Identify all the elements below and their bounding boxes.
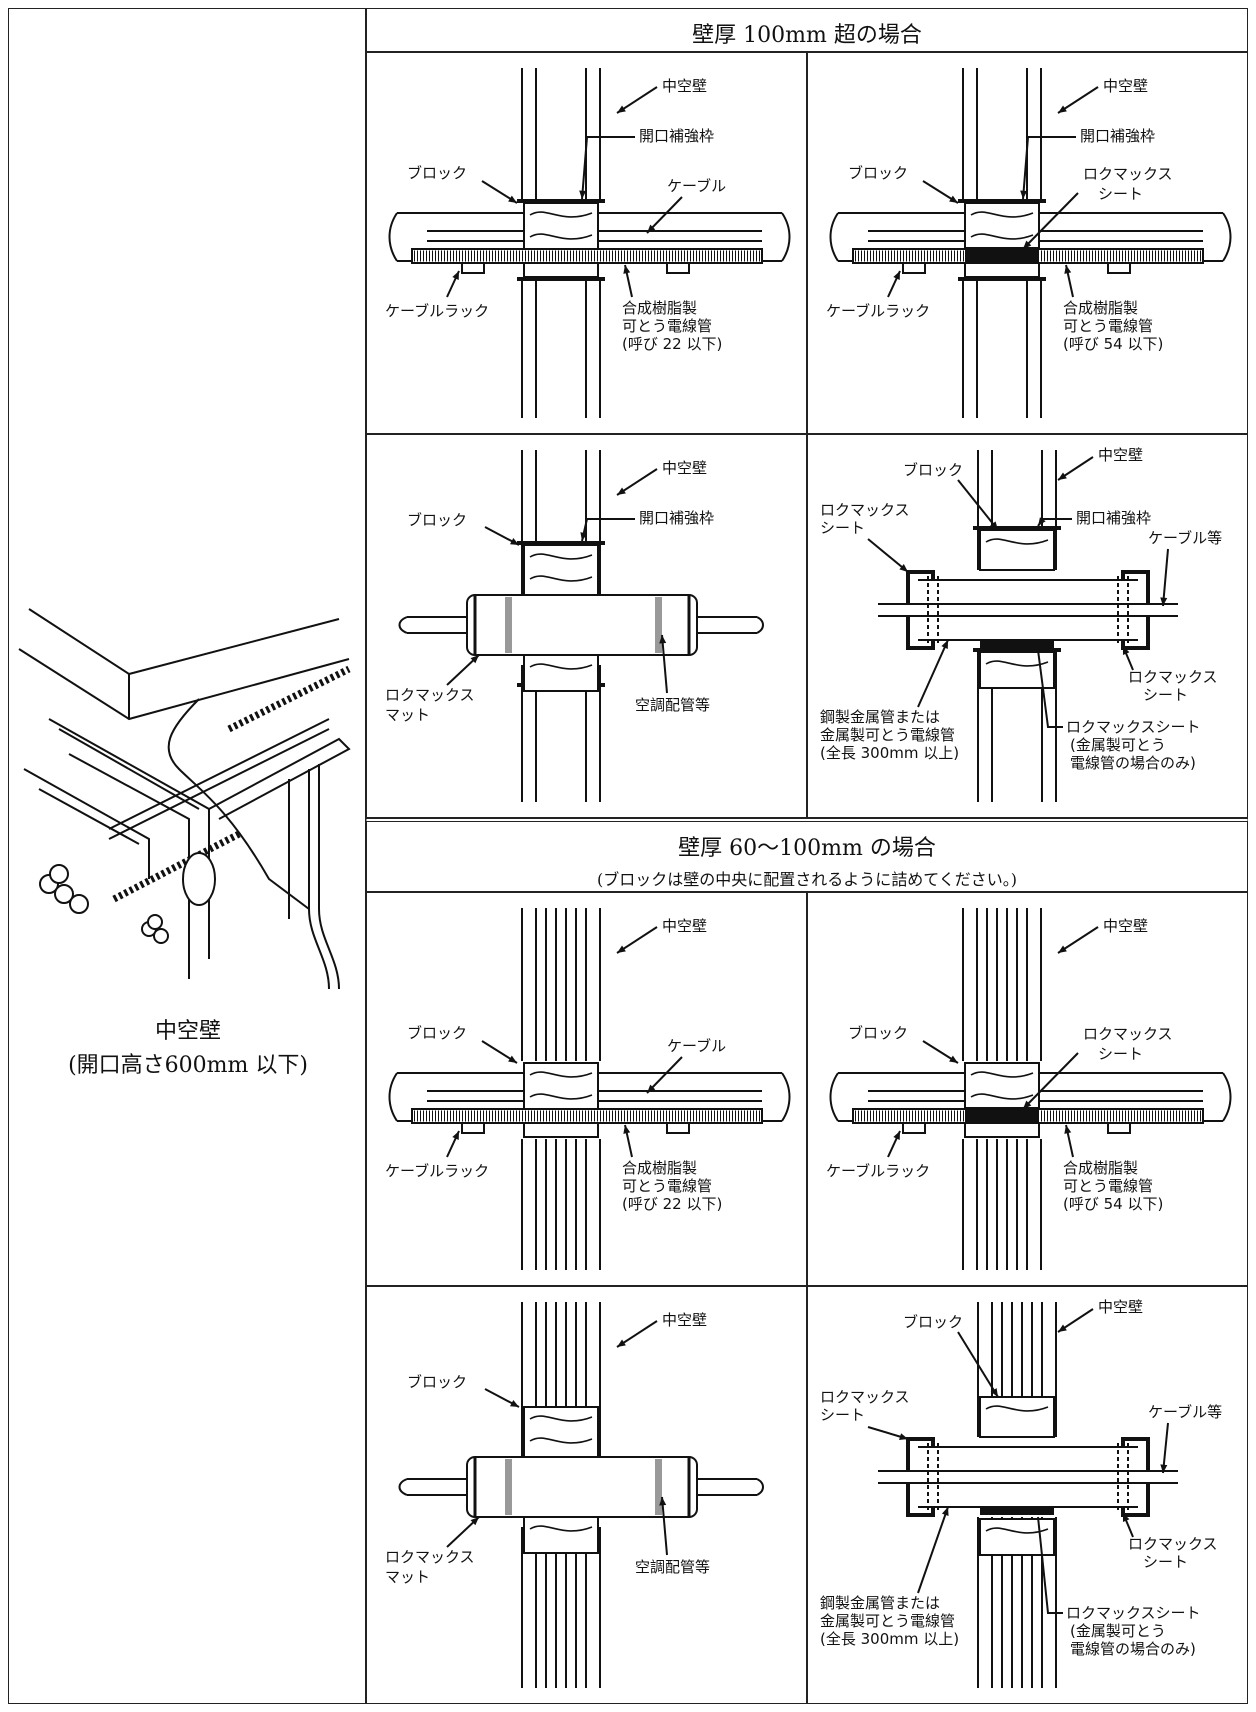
panel-over100-cable-resin22: 中空壁開口補強枠ブロックケーブルケーブルラック 合成樹脂製可とう電線管(呼び 22… [366,52,807,434]
p8-drawing: 中空壁ブロックロクマックスシートケーブル等ロクマックスシート鋼製金属管または金属… [820,1298,1222,1688]
p4-drawing: 中空壁ブロック開口補強枠ロクマックスシートケーブル等ロクマックスシート鋼製金属管… [820,446,1222,802]
block-label: ブロック [407,1024,467,1042]
conduit-size-label: (呼び 22 以下) [622,335,722,353]
conduit-size-label: (呼び 22 以下) [622,1195,722,1213]
resin-conduit-label: 合成樹脂製 [1063,299,1138,317]
header-60-100-note: (ブロックは壁の中央に配置されるように詰めてください。) [596,870,1017,889]
block-label: ブロック [407,164,467,182]
rockmax-mat-label: ロクマックス [385,1548,475,1566]
cable-label: ケーブル [667,1037,726,1055]
panel-over100-mat-pipe: 中空壁開口補強枠 ブロックロクマックスマット 空調配管等 [366,434,807,818]
rockmax-sheet-label-2: シート [1098,1045,1143,1063]
rockmax-sheet-label-right: ロクマックス [1128,1535,1218,1553]
aircon-pipe-label: 空調配管等 [635,696,710,714]
header-over-100: 壁厚 100mm 超の場合 [366,8,1248,52]
block-label: ブロック [407,511,467,529]
left-subtitle: (開口高さ600mm 以下) [68,1053,308,1078]
metal-flex-label: (金属製可とう [1070,1622,1166,1640]
resin-conduit-label: 合成樹脂製 [1063,1159,1138,1177]
opening-frame-label: 開口補強枠 [1080,127,1155,145]
steel-pipe-label-3: (全長 300mm 以上) [820,1630,959,1648]
cable-rack-label: ケーブルラック [385,302,489,320]
steel-pipe-label-2: 金属製可とう電線管 [820,726,955,744]
steel-pipe-label: 鋼製金属管または [820,708,940,726]
steel-pipe-label-3: (全長 300mm 以上) [820,744,959,762]
panel-60-100-steel-pipe: 中空壁ブロックロクマックスシートケーブル等ロクマックスシート鋼製金属管または金属… [807,1286,1248,1704]
resin-conduit-label-2: 可とう電線管 [622,1177,712,1195]
conduit-size-label: (呼び 54 以下) [1063,335,1163,353]
block-label: ブロック [903,461,963,479]
rockmax-sheet-label: ロクマックス [1083,1025,1173,1043]
steel-pipe-label: 鋼製金属管または [820,1594,940,1612]
panel-over100-cable-resin54: 中空壁開口補強枠ブロック ロクマックスシートケーブルラック 合成樹脂製可とう電線管(… [807,52,1248,434]
rockmax-sheet-label-right-2: シート [1143,686,1188,704]
block-label: ブロック [407,1373,467,1391]
hollow-wall-label: 中空壁 [1098,1298,1143,1316]
rockmax-sheet-label-top-2: シート [820,519,865,537]
panel-60-100-cable-resin22: 中空壁ブロックケーブルケーブルラック 合成樹脂製可とう電線管(呼び 22 以下) [366,892,807,1286]
isometric-wall-illustration [18,608,351,990]
cable-rack-label: ケーブルラック [826,302,930,320]
metal-flex-label-2: 電線管の場合のみ) [1070,754,1196,772]
rockmax-sheet-label-top: ロクマックス [820,1388,910,1406]
rockmax-sheet-label: ロクマックス [1083,165,1173,183]
hollow-wall-label: 中空壁 [662,459,707,477]
header-over-100-title: 壁厚 100mm 超の場合 [692,23,922,48]
panel-60-100-mat-pipe: 中空壁ブロックロクマックスマット 空調配管等 [366,1286,807,1704]
block-label: ブロック [848,1024,908,1042]
rockmax-sheet-label-right: ロクマックス [1128,668,1218,686]
aircon-pipe-label: 空調配管等 [635,1558,710,1576]
cable-etc-label: ケーブル等 [1148,529,1222,547]
block-label: ブロック [848,164,908,182]
cable-rack-label: ケーブルラック [385,1162,489,1180]
rockmax-sheet-label-top: ロクマックス [820,501,910,519]
resin-conduit-label: 合成樹脂製 [622,299,697,317]
header-60-100: 壁厚 60～100mm の場合 (ブロックは壁の中央に配置されるように詰めてくだ… [366,818,1248,892]
hollow-wall-label: 中空壁 [662,917,707,935]
resin-conduit-label-2: 可とう電線管 [1063,1177,1153,1195]
hollow-wall-label: 中空壁 [1098,446,1143,464]
rockmax-sheet-label-right-2: シート [1143,1553,1188,1571]
rockmax-sheet-label-bottom: ロクマックスシート [1066,718,1201,736]
resin-conduit-label-2: 可とう電線管 [622,317,712,335]
panel-over100-steel-pipe: 中空壁ブロック開口補強枠ロクマックスシートケーブル等ロクマックスシート鋼製金属管… [807,434,1248,818]
block-label: ブロック [903,1313,963,1331]
figure-frame: 中空壁 (開口高さ600mm 以下) 壁厚 100mm 超の場合 壁厚 60～1… [8,8,1248,1704]
cable-rack-label: ケーブルラック [826,1162,930,1180]
hollow-wall-label: 中空壁 [662,1311,707,1329]
metal-flex-label: (金属製可とう [1070,736,1166,754]
rockmax-mat-label-2: マット [385,706,430,724]
rockmax-sheet-label-2: シート [1098,185,1143,203]
rockmax-mat-label: ロクマックス [385,686,475,704]
opening-frame-label: 開口補強枠 [639,127,714,145]
left-title: 中空壁 [154,1019,221,1044]
steel-pipe-label-2: 金属製可とう電線管 [820,1612,955,1630]
hollow-wall-label: 中空壁 [1103,917,1148,935]
hollow-wall-label: 中空壁 [662,77,707,95]
rockmax-mat-label-2: マット [385,1568,430,1586]
cable-label: ケーブル [667,177,726,195]
panel-60-100-cable-resin54: 中空壁ブロック ロクマックスシートケーブルラック 合成樹脂製可とう電線管(呼び 54… [807,892,1248,1286]
header-60-100-title: 壁厚 60～100mm の場合 [678,836,936,861]
resin-conduit-label: 合成樹脂製 [622,1159,697,1177]
left-column: 中空壁 (開口高さ600mm 以下) [8,8,366,1704]
opening-frame-label: 開口補強枠 [639,509,714,527]
rockmax-sheet-label-top-2: シート [820,1406,865,1424]
opening-frame-label: 開口補強枠 [1076,509,1151,527]
metal-flex-label-2: 電線管の場合のみ) [1070,1640,1196,1658]
hollow-wall-label: 中空壁 [1103,77,1148,95]
rockmax-sheet-label-bottom: ロクマックスシート [1066,1604,1201,1622]
resin-conduit-label-2: 可とう電線管 [1063,317,1153,335]
conduit-size-label: (呼び 54 以下) [1063,1195,1163,1213]
cable-etc-label: ケーブル等 [1148,1403,1222,1421]
